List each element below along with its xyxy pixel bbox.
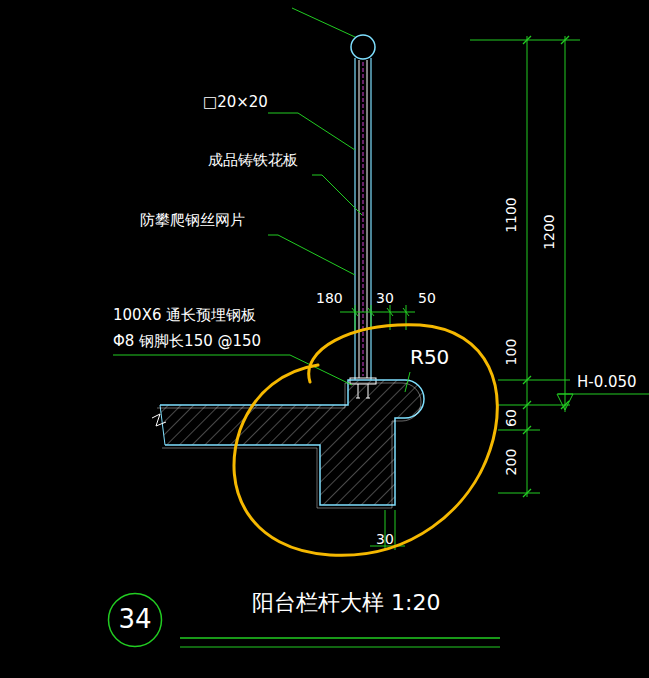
- part-label: Φ8 钢脚长150 @150: [113, 333, 261, 350]
- part-label: 100X6 通长预埋钢板: [113, 307, 256, 324]
- dimension: 1100: [503, 197, 519, 233]
- callout-number: 34: [118, 605, 151, 635]
- dimension: 1200: [541, 214, 557, 250]
- detail-title: 阳台栏杆大样 1:20: [252, 590, 440, 615]
- dimension: 180: [316, 290, 343, 306]
- dimension: 30: [376, 290, 394, 306]
- dimension: 60: [503, 409, 519, 427]
- elevation-label: H-0.050: [577, 374, 637, 391]
- part-label: 成品铸铁花板: [208, 152, 298, 169]
- dimension: 30: [376, 531, 394, 547]
- radius-label: R50: [410, 346, 449, 369]
- callout-circle: 34: [107, 592, 163, 648]
- dimension: 100: [503, 339, 519, 366]
- part-label: 防攀爬钢丝网片: [140, 212, 245, 229]
- dimension: 200: [503, 449, 519, 476]
- dimension: 50: [418, 290, 436, 306]
- part-label: □20×20: [203, 94, 268, 111]
